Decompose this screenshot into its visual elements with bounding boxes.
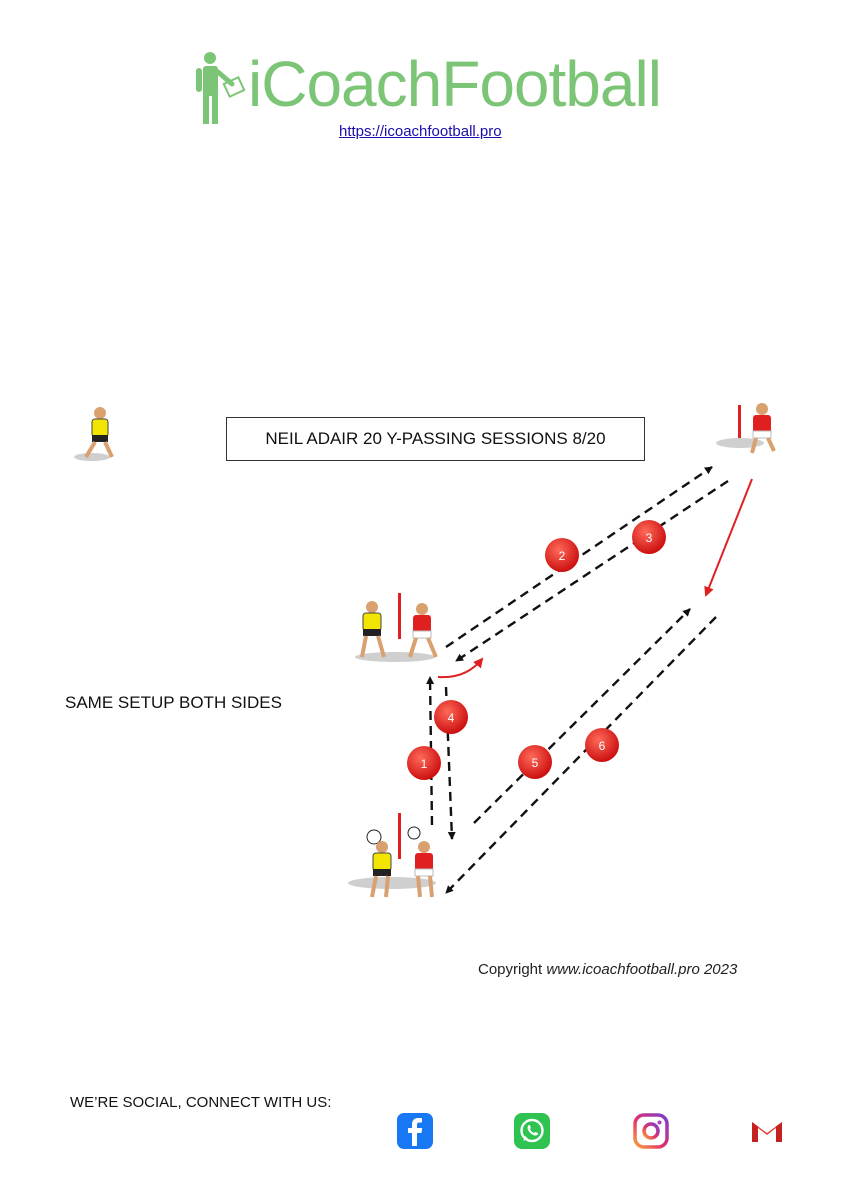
instagram-icon[interactable] <box>632 1112 670 1150</box>
svg-text:5: 5 <box>532 756 539 770</box>
step-badge-1: 1 <box>407 746 441 780</box>
whatsapp-icon[interactable] <box>513 1112 551 1150</box>
run-arrow <box>704 478 753 597</box>
facebook-icon[interactable] <box>396 1112 434 1150</box>
step-badge-6: 6 <box>585 728 619 762</box>
site-link[interactable]: https://icoachfootball.pro <box>339 123 502 140</box>
pass-line-3 <box>455 479 729 663</box>
step-badge-4: 4 <box>434 700 468 734</box>
turn-arrow <box>437 657 484 679</box>
player-yellow-topleft <box>74 407 114 461</box>
social-label: WE’RE SOCIAL, CONNECT WITH US: <box>70 1094 332 1111</box>
setup-note: SAME SETUP BOTH SIDES <box>65 693 282 712</box>
pass-line-4 <box>444 686 456 840</box>
brand-logo: iCoachFootball <box>190 48 670 130</box>
svg-text:4: 4 <box>448 711 455 725</box>
drill-diagram: 1 2 3 4 5 6 <box>74 403 776 898</box>
svg-text:6: 6 <box>599 739 606 753</box>
football-icon <box>407 826 421 840</box>
step-badge-5: 5 <box>518 745 552 779</box>
session-title: NEIL ADAIR 20 Y-PASSING SESSIONS 8/20 <box>226 417 645 461</box>
copyright-prefix: Copyright <box>478 961 543 978</box>
svg-text:1: 1 <box>421 757 428 771</box>
marker-pole <box>738 405 741 439</box>
pass-line-6 <box>445 616 717 894</box>
marker-pole <box>398 593 401 639</box>
pass-line-1 <box>426 676 435 826</box>
copyright-site: www.icoachfootball.pro <box>546 961 700 978</box>
marker-pole <box>398 813 401 859</box>
player-group-middle <box>355 593 438 662</box>
copyright-year: 2023 <box>703 961 738 978</box>
step-badge-2: 2 <box>545 538 579 572</box>
step-badges: 1 2 3 4 5 6 <box>407 520 666 780</box>
svg-text:2: 2 <box>559 549 566 563</box>
player-group-bottom <box>348 813 436 898</box>
step-badge-3: 3 <box>632 520 666 554</box>
pass-line-2 <box>445 466 713 648</box>
gmail-icon[interactable] <box>748 1112 786 1150</box>
pass-line-5 <box>473 608 691 824</box>
football-icon <box>366 829 382 845</box>
coach-figure-icon <box>196 52 246 124</box>
player-red-topright <box>716 403 776 454</box>
svg-text:3: 3 <box>646 531 653 545</box>
pass-lines <box>426 466 729 894</box>
copyright-line: Copyright www.icoachfootball.pro 2023 <box>478 961 737 978</box>
brand-name: iCoachFootball <box>248 48 662 120</box>
